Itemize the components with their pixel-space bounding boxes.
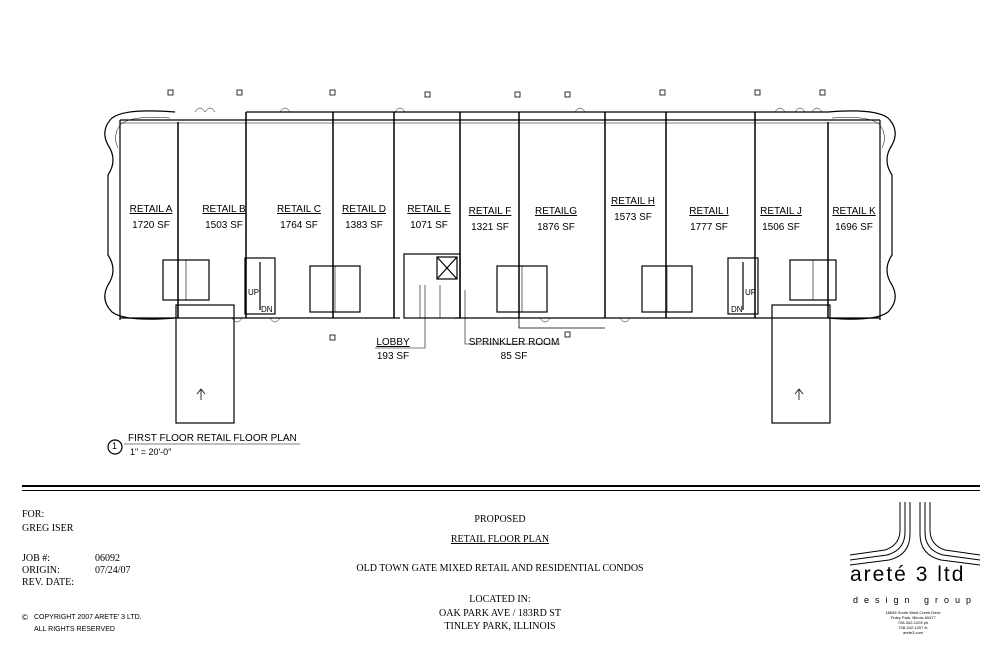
unit-area: 1720 SF bbox=[132, 220, 170, 231]
unit-name: RETAIL I bbox=[689, 206, 729, 217]
title-block-rule-thin bbox=[22, 490, 980, 491]
ramp-left bbox=[175, 304, 235, 424]
unit-name: RETAIL F bbox=[468, 206, 512, 217]
room-area: 85 SF bbox=[500, 351, 528, 362]
firm-name: areté 3 ltd bbox=[850, 563, 966, 586]
plan-number-bubble bbox=[107, 439, 123, 455]
room-area: 193 SF bbox=[376, 351, 410, 362]
job-label: JOB #: bbox=[22, 553, 51, 564]
retail-i-label: RETAIL I 1777 SF bbox=[689, 206, 728, 233]
address-line-1: OAK PARK AVE / 183RD ST bbox=[439, 608, 561, 619]
unit-name: RETAIL A bbox=[129, 204, 173, 215]
firm-address-line: 18645 South West Creek Drive bbox=[885, 610, 941, 615]
retail-k-label: RETAIL K 1696 SF bbox=[832, 206, 875, 233]
stair-dn-left: DN bbox=[261, 305, 273, 314]
retail-h-label: RETAIL H 1573 SF bbox=[611, 196, 655, 223]
room-name: SPRINKLER ROOM bbox=[468, 337, 560, 348]
unit-name: RETAILG bbox=[534, 206, 578, 217]
firm-address-line: 708-342-1203 ph bbox=[897, 620, 929, 625]
retail-b-label: RETAIL B 1503 SF bbox=[202, 204, 245, 231]
rev-date-label: REV. DATE: bbox=[22, 577, 75, 588]
room-name: LOBBY bbox=[376, 337, 410, 348]
elevator bbox=[436, 256, 458, 280]
sprinkler-room-label: SPRINKLER ROOM 85 SF bbox=[469, 337, 560, 362]
floor-plan-drawing bbox=[104, 89, 896, 455]
firm-address: 18645 South West Creek Drive Tinley Park… bbox=[878, 610, 948, 635]
right-bay-outline bbox=[827, 110, 896, 320]
copyright-text: COPYRIGHT 2007 ARETE' 3 LTD. bbox=[34, 614, 142, 621]
firm-address-line: 708-342-1207 fx bbox=[898, 625, 928, 630]
unit-area: 1573 SF bbox=[614, 212, 652, 223]
unit-name: RETAIL C bbox=[277, 204, 321, 215]
firm-address-line: Tinley Park, Illinois 60477 bbox=[890, 615, 936, 620]
client-name: GREG ISER bbox=[22, 523, 74, 534]
plan-number: 1 bbox=[112, 441, 118, 451]
unit-name: RETAIL B bbox=[202, 204, 246, 215]
stair-left bbox=[244, 257, 276, 315]
firm-address-line: arete3.com bbox=[902, 630, 923, 635]
unit-area: 1764 SF bbox=[280, 220, 318, 231]
retail-a-label: RETAIL A 1720 SF bbox=[130, 204, 173, 231]
demising-walls bbox=[177, 112, 829, 318]
stair-up-left: UP bbox=[248, 288, 260, 297]
retail-f-label: RETAIL F 1321 SF bbox=[469, 206, 512, 233]
job-value: 06092 bbox=[95, 553, 120, 564]
retail-j-label: RETAIL J 1506 SF bbox=[760, 206, 802, 233]
retail-d-label: RETAIL D 1383 SF bbox=[342, 204, 386, 231]
unit-name: RETAIL K bbox=[832, 206, 876, 217]
proposed-text: PROPOSED bbox=[474, 514, 526, 525]
project-name: OLD TOWN GATE MIXED RETAIL AND RESIDENTI… bbox=[356, 563, 644, 574]
copyright-icon: © bbox=[22, 613, 28, 622]
lobby-label: LOBBY 193 SF bbox=[376, 337, 409, 362]
firm-logo-icon bbox=[849, 502, 981, 566]
address-line-2: TINLEY PARK, ILLINOIS bbox=[444, 621, 556, 632]
unit-area: 1321 SF bbox=[471, 222, 509, 233]
left-bay-outline bbox=[104, 110, 176, 320]
plan-title: FIRST FLOOR RETAIL FLOOR PLAN bbox=[128, 433, 297, 444]
for-label: FOR: bbox=[22, 509, 45, 520]
stair-right bbox=[727, 257, 759, 315]
unit-area: 1506 SF bbox=[762, 222, 800, 233]
located-label: LOCATED IN: bbox=[469, 594, 531, 605]
building-outline bbox=[119, 119, 881, 320]
unit-name: RETAIL E bbox=[407, 204, 451, 215]
rights-text: ALL RIGHTS RESERVED bbox=[34, 626, 115, 633]
stair-dn-right: DN bbox=[731, 305, 743, 314]
unit-area: 1876 SF bbox=[537, 222, 575, 233]
unit-area: 1777 SF bbox=[690, 222, 728, 233]
retail-e-label: RETAIL E 1071 SF bbox=[407, 204, 450, 231]
sheet-title: RETAIL FLOOR PLAN bbox=[450, 534, 550, 545]
plan-scale: 1" = 20'-0" bbox=[130, 447, 172, 457]
lobby-core bbox=[403, 253, 461, 319]
unit-name: RETAIL J bbox=[760, 206, 802, 217]
unit-name: RETAIL D bbox=[342, 204, 386, 215]
unit-name: RETAIL H bbox=[611, 196, 655, 207]
ramp-right bbox=[771, 304, 831, 424]
origin-label: ORIGIN: bbox=[22, 565, 60, 576]
retail-g-label: RETAILG 1876 SF bbox=[535, 206, 577, 233]
origin-value: 07/24/07 bbox=[95, 565, 131, 576]
unit-area: 1696 SF bbox=[835, 222, 873, 233]
title-block-rule bbox=[22, 485, 980, 487]
unit-area: 1503 SF bbox=[205, 220, 243, 231]
unit-area: 1383 SF bbox=[345, 220, 383, 231]
retail-c-label: RETAIL C 1764 SF bbox=[277, 204, 321, 231]
unit-area: 1071 SF bbox=[410, 220, 448, 231]
firm-tagline: design group bbox=[853, 595, 978, 605]
stair-up-right: UP bbox=[745, 288, 757, 297]
